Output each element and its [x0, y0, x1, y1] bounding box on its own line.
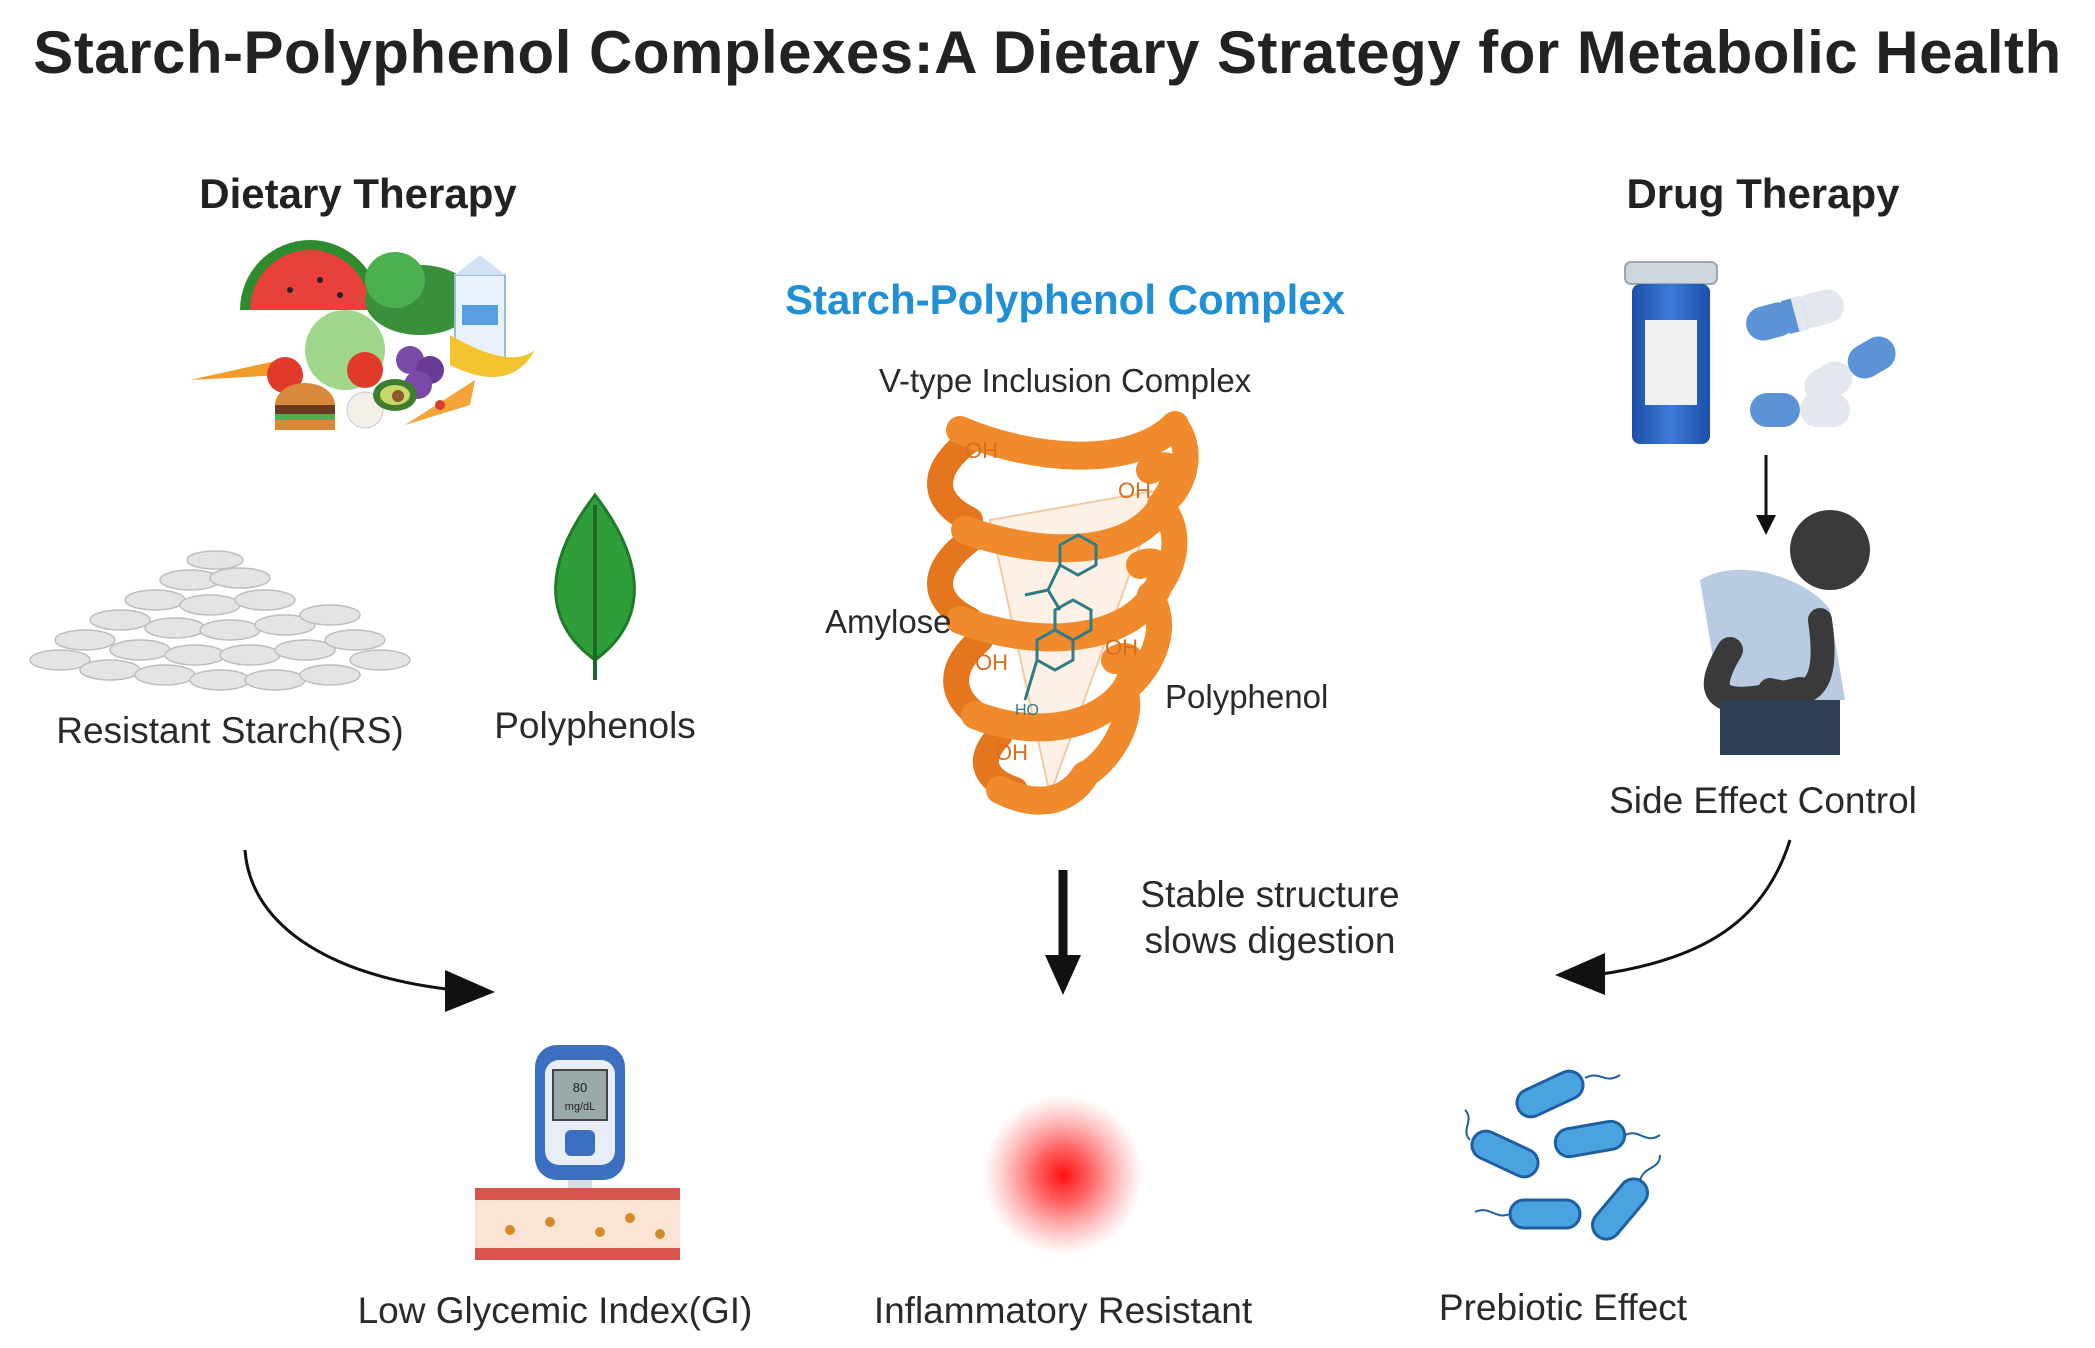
- capsules-icon: [1746, 289, 1896, 427]
- dietary-therapy-heading: Dietary Therapy: [199, 170, 517, 217]
- complex-subtitle: V-type Inclusion Complex: [878, 362, 1252, 399]
- small-arrow-icon: [1756, 455, 1776, 535]
- diagram-title: Starch-Polyphenol Complexes:A Dietary St…: [33, 19, 2062, 86]
- drug-therapy-heading: Drug Therapy: [1626, 170, 1900, 217]
- person-stomach-ache-icon: [1700, 510, 1870, 755]
- side-effect-label: Side Effect Control: [1609, 780, 1917, 821]
- meter-reading: 80: [573, 1080, 587, 1095]
- leaf-icon: [554, 492, 636, 680]
- meter-unit: mg/dL: [565, 1101, 596, 1113]
- oh-label: OH: [975, 650, 1008, 675]
- oh-label: OH: [965, 438, 998, 463]
- digestion-note-line2: slows digestion: [1144, 920, 1396, 961]
- glucose-meter-icon: 80 mg/dL: [535, 1045, 625, 1208]
- polyphenol-label: Polyphenol: [1165, 678, 1329, 715]
- amylose-label: Amylose: [825, 603, 952, 640]
- blood-vessel-icon: [475, 1188, 680, 1260]
- amylose-helix-icon: OH OH OH OH OH HO: [927, 411, 1199, 815]
- inflammation-icon: [983, 1095, 1143, 1255]
- right-curved-arrow: [1594, 839, 1792, 977]
- food-icon: [190, 240, 535, 430]
- low-gi-label: Low Glycemic Index(GI): [357, 1290, 753, 1331]
- oh-label: OH: [1105, 635, 1138, 660]
- oh-label: OH: [1118, 478, 1151, 503]
- digestion-note: Stable structure slows digestion: [1100, 872, 1440, 964]
- ho-label: HO: [1015, 702, 1039, 719]
- bacteria-icon: [1464, 1069, 1661, 1241]
- prebiotic-effect-label: Prebiotic Effect: [1438, 1287, 1688, 1328]
- left-curved-arrow: [243, 849, 456, 992]
- polyphenols-label: Polyphenols: [494, 705, 696, 746]
- pill-bottle-icon: [1624, 261, 1718, 444]
- resistant-starch-label: Resistant Starch(RS): [56, 710, 404, 751]
- rice-pile-icon: [29, 550, 411, 691]
- oh-label: OH: [995, 740, 1028, 765]
- complex-heading: Starch-Polyphenol Complex: [784, 276, 1346, 323]
- inflammatory-resistant-label: Inflammatory Resistant: [873, 1290, 1253, 1331]
- digestion-note-line1: Stable structure: [1140, 874, 1400, 915]
